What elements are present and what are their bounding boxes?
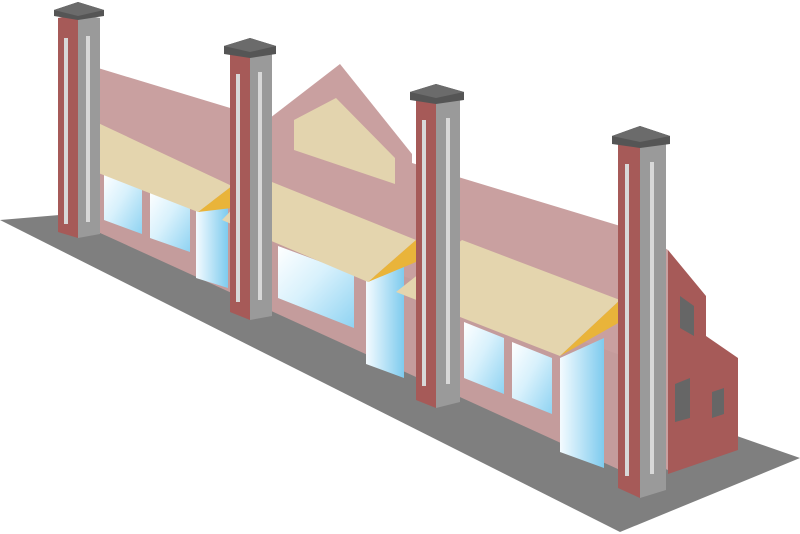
- awning-1-side: [198, 186, 232, 212]
- end-building-window-top: [680, 296, 694, 336]
- end-building-front: [668, 250, 738, 474]
- shop1-window-left: [104, 172, 142, 234]
- shop1-window-right: [150, 190, 190, 252]
- pillar-4: [612, 126, 670, 498]
- gable-panel: [294, 98, 395, 184]
- pillar-3: [410, 84, 464, 408]
- pillar-2: [224, 38, 276, 320]
- shop1-door-side: [196, 194, 228, 288]
- end-building-window-right: [712, 388, 724, 418]
- front-wall: [98, 165, 620, 470]
- shop2-window: [278, 246, 354, 328]
- awning-2-side: [368, 240, 416, 282]
- end-building-window-left: [675, 378, 690, 422]
- awning-1-top: [60, 122, 232, 212]
- shop3-window-right: [512, 342, 552, 414]
- awning-3-side: [560, 300, 620, 356]
- shop3-window-left: [464, 322, 504, 394]
- shop2-door-side: [366, 264, 404, 378]
- shop3-door-side: [560, 338, 604, 468]
- pillar-1: [54, 2, 104, 238]
